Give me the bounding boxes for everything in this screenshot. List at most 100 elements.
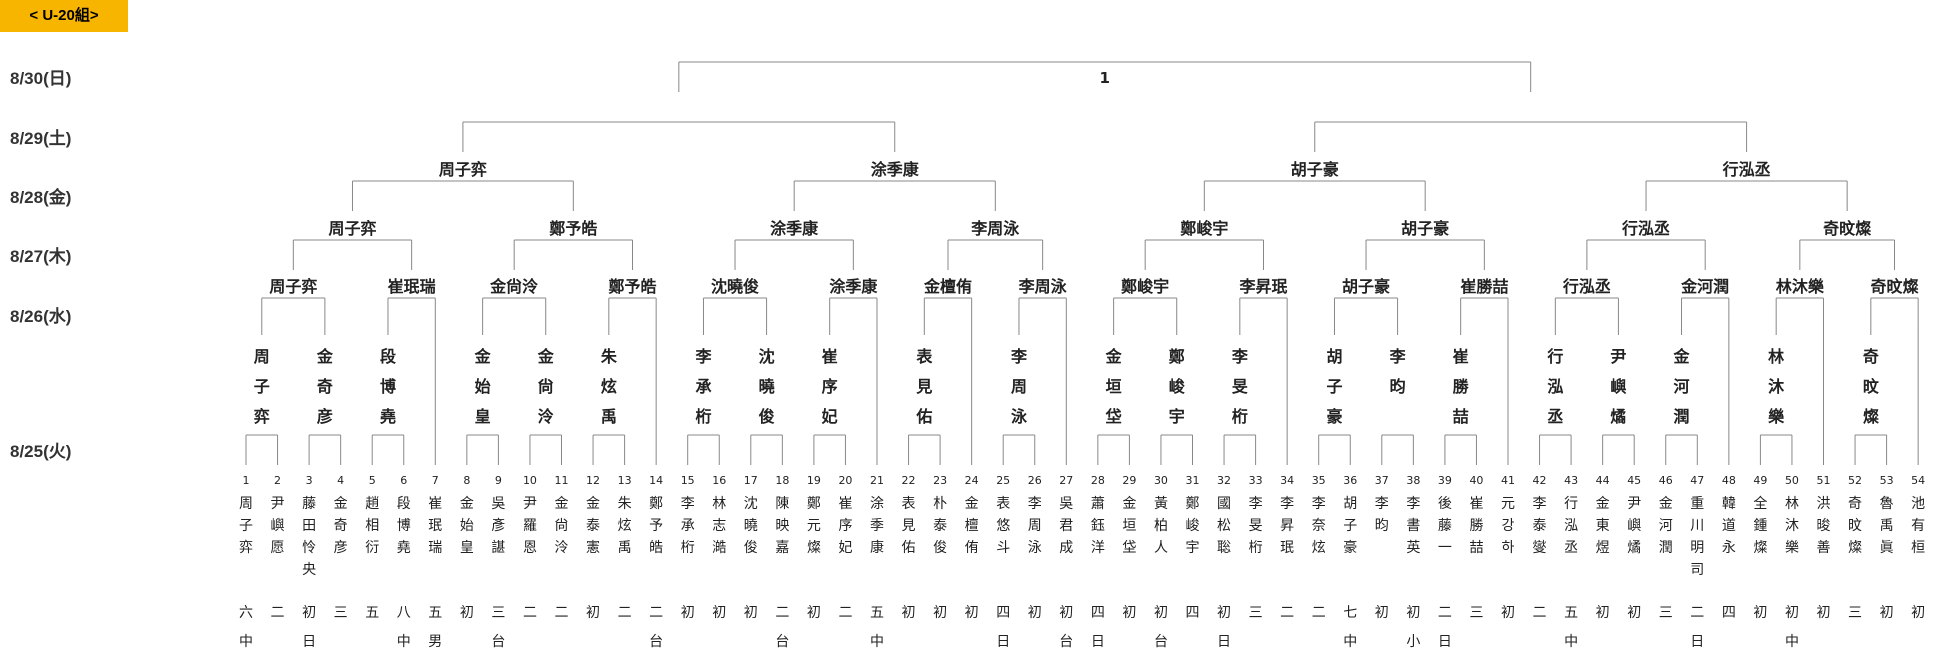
date-label-r32: 8/26(水) (10, 307, 72, 326)
player-name: 林 (1785, 496, 1799, 512)
player-note-rank: 二 (1533, 605, 1547, 621)
player-name: 英 (1406, 539, 1420, 556)
round1-winner: 旼 (1863, 377, 1880, 396)
player-name: 勝 (1469, 518, 1483, 534)
round1-winner: 序 (822, 377, 838, 396)
player-name: 成 (1059, 540, 1073, 556)
round2-winner: 李周泳 (1018, 277, 1068, 296)
player-name: 愿 (271, 540, 285, 556)
player-name: 旻 (1249, 518, 1263, 534)
player-name: 李 (681, 496, 695, 512)
round1-winner: 李 (1389, 347, 1407, 366)
date-label-qf: 8/28(金) (10, 188, 72, 207)
player-note-rank: 八 (397, 605, 411, 621)
player-note-rank: 初 (807, 604, 821, 621)
player-name: 一 (1438, 540, 1452, 556)
player-name: 恩 (523, 540, 537, 556)
player-note-rank: 初 (1596, 604, 1610, 621)
player-number: 36 (1343, 474, 1357, 487)
player-note-rank: 二 (618, 605, 632, 621)
player-note-rank: 初 (1406, 604, 1420, 621)
player-name: 君 (1059, 518, 1073, 534)
round1-winner: 炫 (601, 377, 617, 396)
player-name: 始 (460, 518, 474, 534)
player-number: 31 (1186, 474, 1200, 487)
player-number: 23 (933, 474, 947, 487)
player-number: 49 (1753, 474, 1767, 487)
player-name: 李 (1533, 496, 1547, 512)
player-number: 48 (1722, 474, 1736, 487)
player-note-rank: 初 (1753, 604, 1767, 621)
player-note-rank: 初 (965, 604, 979, 621)
player-name: 燦 (807, 540, 821, 556)
round1-winner: 桁 (695, 407, 711, 426)
player-name: 昀 (1375, 518, 1389, 534)
player-name: 嶼 (1627, 518, 1641, 534)
player-name: 相 (365, 518, 379, 534)
player-name: 皓 (649, 540, 663, 556)
round1-winner: 燏 (1610, 407, 1626, 426)
player-name: 弈 (239, 540, 253, 556)
player-name: 河 (1659, 518, 1673, 534)
player-name: 崔 (428, 496, 442, 512)
player-name: 燦 (1753, 540, 1767, 556)
player-note-region: 台 (649, 634, 663, 650)
player-name: 尹 (1627, 496, 1641, 512)
player-note-region: 台 (1059, 634, 1073, 650)
player-note-rank: 三 (1249, 605, 1263, 621)
player-number: 21 (870, 474, 884, 487)
player-note-rank: 初 (1375, 604, 1389, 621)
player-name: 子 (1343, 518, 1357, 534)
player-note-rank: 三 (1659, 605, 1673, 621)
round1-winner: 奇 (317, 377, 333, 396)
player-name: 明 (1690, 540, 1704, 556)
player-name: 金 (460, 496, 474, 512)
player-name: 炫 (1312, 540, 1326, 556)
player-number: 18 (775, 474, 789, 487)
player-note-rank: 五 (1564, 605, 1578, 621)
player-note-rank: 二 (271, 605, 285, 621)
player-name: 書 (1406, 518, 1420, 534)
player-name: 陳 (775, 496, 789, 512)
player-note-rank: 初 (1817, 604, 1831, 621)
player-number: 19 (807, 474, 821, 487)
player-note-rank: 初 (933, 604, 947, 621)
player-name: 洪 (1817, 496, 1831, 512)
player-note-rank: 初 (712, 604, 726, 621)
round1-winner: 金 (1105, 347, 1123, 366)
player-note-rank: 初 (1880, 604, 1894, 621)
player-note-region: 日 (1091, 634, 1105, 650)
player-number: 50 (1785, 474, 1799, 487)
player-number: 17 (744, 474, 758, 487)
player-note-region: 中 (397, 634, 411, 650)
round1-winner: 弈 (254, 407, 270, 426)
player-number: 7 (432, 474, 439, 487)
player-name: 周 (239, 496, 253, 512)
player-name: 燮 (1533, 540, 1547, 556)
player-name: 泠 (555, 540, 569, 556)
round1-winner: 沈 (759, 347, 775, 366)
player-name: 永 (1722, 540, 1736, 556)
player-note-rank: 三 (1469, 605, 1483, 621)
player-name: 堯 (397, 540, 411, 556)
player-name: 悠 (996, 518, 1010, 534)
player-note-region: 中 (1564, 634, 1578, 650)
player-name: 周 (1028, 518, 1042, 534)
player-number: 6 (400, 474, 407, 487)
player-name: 康 (870, 539, 884, 556)
player-name: 晙 (1817, 517, 1831, 534)
player-name: 全 (1753, 495, 1767, 512)
round1-winner: 皇 (475, 407, 491, 426)
player-note-rank: 初 (1785, 604, 1799, 621)
player-name: 旼 (1848, 518, 1862, 534)
player-note-rank: 三 (491, 605, 505, 621)
date-label-r16: 8/27(木) (10, 247, 72, 266)
round1-winner: 宇 (1169, 407, 1185, 426)
round2-winner: 金尙泠 (489, 277, 538, 296)
player-name: 喆 (1469, 540, 1483, 556)
player-note-rank: 四 (996, 605, 1010, 621)
player-number: 43 (1564, 474, 1578, 487)
player-number: 14 (649, 474, 663, 487)
player-name: 田 (302, 518, 316, 534)
round2-winner: 鄭峻宇 (1121, 277, 1169, 296)
